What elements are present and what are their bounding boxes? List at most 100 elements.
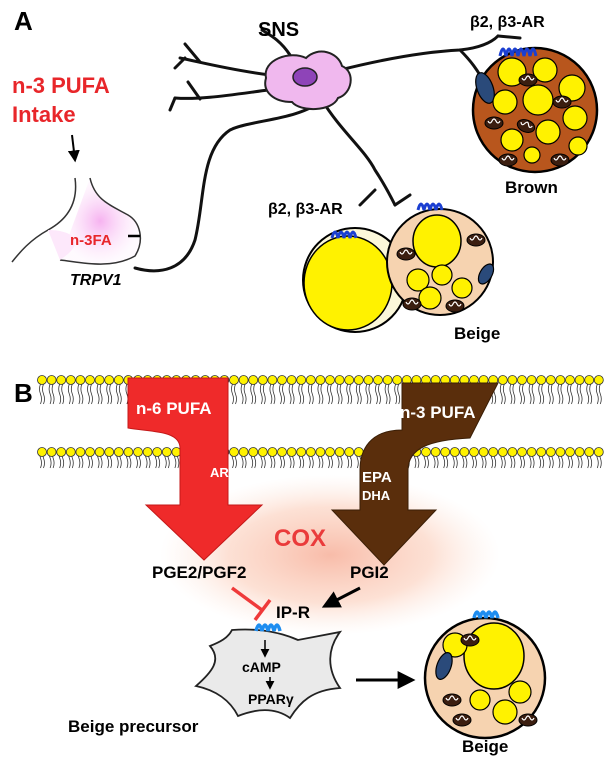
lipid-head-icon [325,375,335,385]
lipid-head-icon [229,375,239,385]
lipid-head-icon [517,447,527,457]
lipid-head-icon [248,375,259,385]
lipid-head-icon [526,375,537,385]
lipid-head-icon [469,447,479,457]
ara-label: ARA [210,465,239,480]
inhibition-arrow [230,586,264,612]
n3-label: n-3 PUFA [400,403,476,422]
lipid-head-icon [478,447,489,457]
lipid-head-icon [497,447,508,457]
beige-precursor-cell [194,628,343,720]
lipid-head-icon [142,447,153,457]
beige-label-a: Beige [454,324,500,343]
lipid-head-icon [113,375,124,385]
panel-a-letter: A [14,6,33,36]
precursor-label: Beige precursor [68,717,199,736]
lipid-head-icon [286,375,297,385]
lipid-head-icon [373,375,383,385]
sns-neuron [264,50,352,110]
lipid-head-icon [296,375,307,385]
lipid-head-icon [363,375,374,385]
n6-pufa-arrow [127,377,264,561]
lipid-head-icon [161,447,172,457]
lipid-head-icon [545,375,556,385]
lipid-head-icon [94,447,105,457]
activation-arrow [321,586,361,608]
intake-arrow [67,134,80,163]
lipid-head-icon [305,447,316,457]
lipid-head-icon [392,375,403,385]
lipid-head-icon [325,447,335,457]
lipid-head-icon [526,447,537,457]
lipid-head-icon [507,447,518,457]
lipid-head-icon [565,375,575,385]
lipid-head-icon [75,447,86,457]
lipid-head-icon [382,375,393,385]
lipid-head-icon [449,447,460,457]
lipid-head-icon [248,447,259,457]
ip-receptor-icon [254,623,282,632]
beta-ar-receptor-icon [330,230,358,239]
lipid-head-icon [277,447,287,457]
cox-label: COX [274,525,326,552]
lipid-head-icon [296,447,307,457]
beige-label-b: Beige [462,737,508,756]
lipid-head-icon [257,447,268,457]
epa-label: EPA [362,469,392,486]
lipid-head-icon [334,447,345,457]
lipid-head-icon [517,375,527,385]
lipid-head-icon [104,447,115,457]
receptor-brown-label: β2, β3-AR [470,14,545,31]
lipid-head-icon [229,447,239,457]
beige-adipocytes [302,202,495,333]
lipid-head-icon [46,375,57,385]
lipid-head-icon [536,447,547,457]
lipid-head-icon [85,375,95,385]
lipid-head-icon [56,447,67,457]
lipid-head-icon [574,375,585,385]
lipid-head-icon [37,447,47,457]
lipid-head-icon [334,375,345,385]
lipid-head-icon [459,447,470,457]
lipid-head-icon [344,375,355,385]
lipid-head-icon [305,375,316,385]
lipid-head-icon [421,447,431,457]
intake-label-line2: Intake [12,102,76,127]
brown-label: Brown [505,178,558,197]
lipid-head-icon [133,447,143,457]
lipid-head-icon [536,375,547,385]
lipid-head-icon [584,447,595,457]
membrane-bilayer [37,375,604,469]
lipid-head-icon [430,447,441,457]
lipid-head-icon [574,447,585,457]
ip-receptor-icon [472,610,500,619]
lipid-head-icon [65,447,76,457]
intake-label-line1: n-3 PUFA [12,73,110,98]
lipid-head-icon [56,375,67,385]
lipid-head-icon [555,375,566,385]
beta-ar-receptor-icon [416,202,444,211]
lipid-head-icon [584,375,595,385]
lipid-head-icon [507,375,518,385]
lipid-head-icon [238,447,249,457]
lipid-head-icon [238,375,249,385]
pge-label: PGE2/PGF2 [152,563,246,582]
nucleus-icon [292,67,318,87]
lipid-head-icon [286,447,297,457]
sns-label: SNS [258,19,299,41]
lipid-head-icon [94,375,105,385]
panel-a: A SNS n-3 PUFA In [11,6,599,343]
panel-b-letter: B [14,378,33,408]
beta-ar-receptor-icon [498,47,538,57]
lipid-head-icon [277,375,287,385]
lipid-head-icon [488,447,499,457]
n3fa-label: n-3FA [70,232,112,249]
lipid-head-icon [65,375,76,385]
lipid-head-icon [353,375,364,385]
lipid-head-icon [123,447,134,457]
lipid-head-icon [267,447,278,457]
lipid-head-icon [344,447,355,457]
lipid-head-icon [257,375,268,385]
lipid-head-icon [593,375,604,385]
